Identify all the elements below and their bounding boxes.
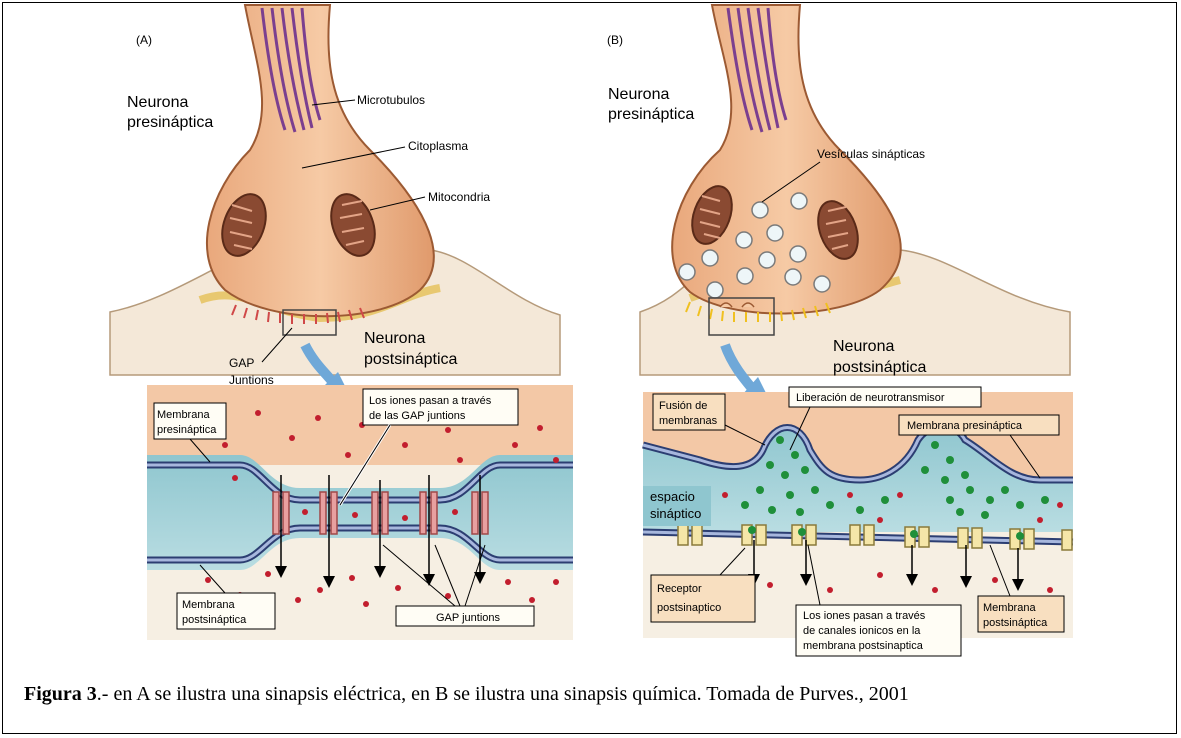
label-fusion-1: Fusión de: [659, 400, 707, 412]
membrana-pre-a-1: Membrana: [157, 409, 210, 421]
presynaptic-title-a-1: Neurona: [127, 94, 188, 111]
panel-a: (A) Neurona presináptica Microtubulos Ci…: [110, 5, 573, 640]
postsynaptic-title-b-2: postsináptica: [833, 359, 926, 376]
presynaptic-terminal-a: [207, 5, 434, 316]
membrana-post-b-1: Membrana: [983, 602, 1036, 614]
label-fusion-2: membranas: [659, 415, 718, 427]
label-gap-2: Juntions: [229, 373, 274, 387]
presynaptic-title-b-1: Neurona: [608, 86, 669, 103]
iones-callout-b-2: de canales ionicos en la: [803, 625, 921, 637]
label-mitocondria: Mitocondria: [428, 190, 490, 204]
membrana-post-a-2: postsináptica: [182, 614, 247, 626]
label-liberacion: Liberación de neurotransmisor: [796, 392, 945, 404]
label-espacio-2: sináptico: [650, 506, 701, 521]
panel-b-tag: (B): [607, 33, 623, 47]
membrana-post-b-2: postsináptica: [983, 617, 1048, 629]
label-membrana-pre-b: Membrana presináptica: [907, 420, 1023, 432]
iones-callout-b-3: membrana postsinaptica: [803, 640, 924, 652]
caption-bold: Figura 3: [24, 683, 97, 705]
figure-caption: Figura 3.- en A se ilustra una sinapsis …: [24, 681, 1154, 707]
label-espacio-1: espacio: [650, 489, 695, 504]
postsynaptic-title-a-2: postsináptica: [364, 351, 457, 368]
label-receptor-1: Receptor: [657, 583, 702, 595]
presynaptic-title-b-2: presináptica: [608, 106, 694, 123]
postsynaptic-title-b-1: Neurona: [833, 338, 894, 355]
presynaptic-title-a-2: presináptica: [127, 114, 213, 131]
panel-b: (B) Neurona presináptica Vesículas sináp…: [607, 5, 1073, 656]
membrana-pre-a-2: presináptica: [157, 424, 217, 436]
gap-juntions-label: GAP juntions: [436, 612, 501, 624]
iones-callout-b-1: Los iones pasan a través: [803, 610, 926, 622]
label-receptor-2: postsinaptico: [657, 602, 721, 614]
label-citoplasma: Citoplasma: [408, 139, 468, 153]
membrana-post-a-1: Membrana: [182, 599, 235, 611]
label-gap-1: GAP: [229, 356, 254, 370]
iones-callout-a-2: de las GAP juntions: [369, 410, 466, 422]
panel-a-tag: (A): [136, 33, 152, 47]
postsynaptic-title-a-1: Neurona: [364, 330, 425, 347]
label-vesiculas: Vesículas sinápticas: [817, 147, 925, 161]
iones-callout-a-1: Los iones pasan a través: [369, 395, 492, 407]
label-microtubulos: Microtubulos: [357, 93, 425, 107]
caption-text: .- en A se ilustra una sinapsis eléctric…: [97, 683, 909, 705]
